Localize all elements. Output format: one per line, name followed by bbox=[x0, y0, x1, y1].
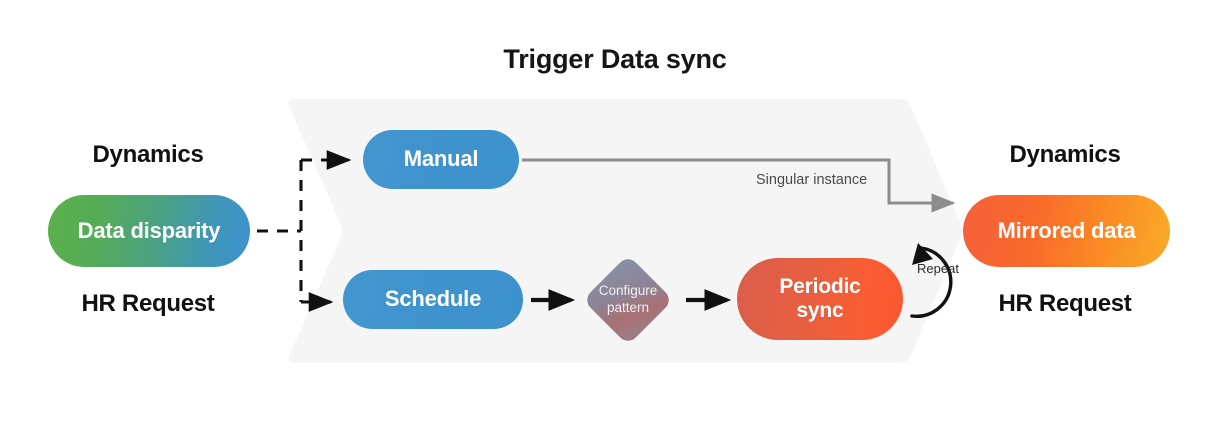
right-bottom-label: HR Request bbox=[998, 290, 1132, 317]
repeat-label: Repeat bbox=[917, 261, 959, 276]
right-top-label: Dynamics bbox=[1009, 141, 1121, 168]
left-top-label: Dynamics bbox=[92, 141, 204, 168]
dashed-split-connector bbox=[257, 160, 303, 302]
periodic-line-1: Periodic bbox=[779, 275, 861, 299]
node-manual[interactable]: Manual bbox=[363, 130, 519, 189]
periodic-line-2: sync bbox=[796, 299, 844, 322]
singular-instance-label: Singular instance bbox=[756, 172, 868, 188]
diamond-shape bbox=[587, 259, 669, 341]
right-data-pill[interactable]: Mirrored data bbox=[963, 195, 1170, 267]
node-schedule[interactable]: Schedule bbox=[343, 270, 523, 329]
page-title: Trigger Data sync bbox=[503, 44, 727, 74]
left-data-pill[interactable]: Data disparity bbox=[48, 195, 250, 267]
left-bottom-label: HR Request bbox=[81, 290, 215, 317]
singular-instance-connector bbox=[522, 158, 956, 213]
repeat-loop-icon bbox=[910, 243, 953, 318]
node-periodic-sync[interactable]: Periodic sync bbox=[737, 258, 903, 340]
